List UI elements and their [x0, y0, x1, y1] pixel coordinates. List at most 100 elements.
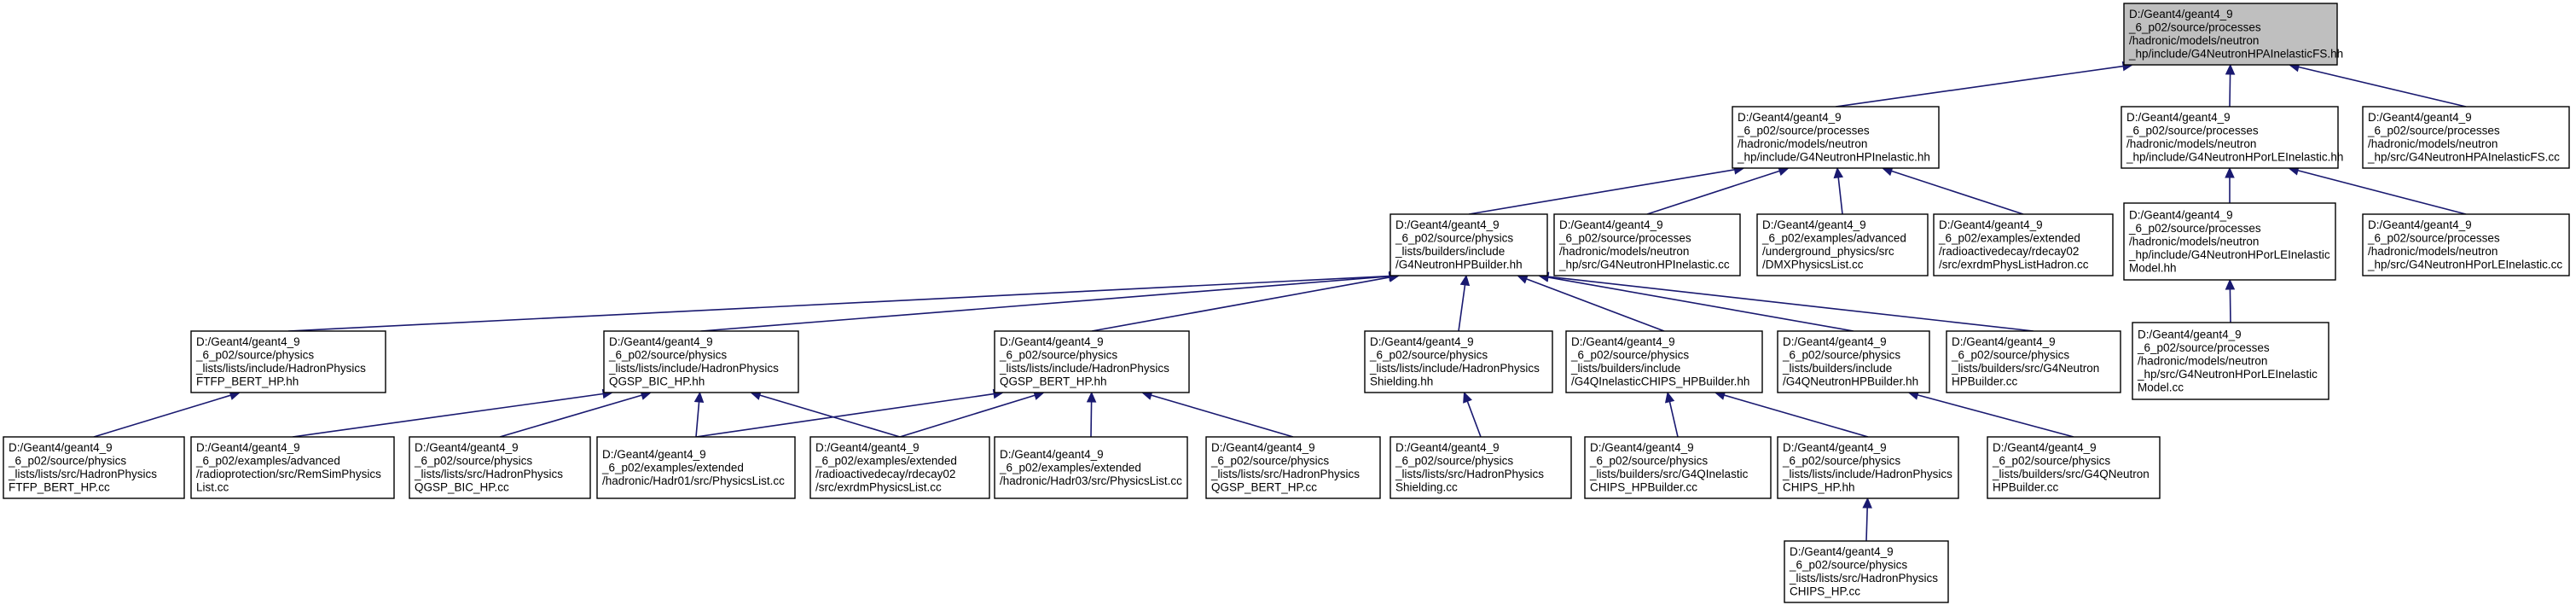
- node-ftfp_bert_hp_cc[interactable]: D:/Geant4/geant4_9_6_p02/source/physics_…: [3, 436, 185, 499]
- node-label-line: Shielding.hh: [1370, 375, 1433, 388]
- node-dmx_physlist[interactable]: D:/Geant4/geant4_9_6_p02/examples/advanc…: [1756, 213, 1929, 276]
- node-label-line: /hadronic/Hadr03/src/PhysicsList.cc: [1000, 474, 1182, 487]
- arrowhead-chips_hp_cc-to-chips_hp_hh: [1862, 497, 1872, 509]
- node-neutronhpbuilder_cc[interactable]: D:/Geant4/geant4_9_6_p02/source/physics_…: [1946, 330, 2121, 393]
- node-box: [190, 330, 386, 393]
- node-label-line: /radioactivedecay/rdecay02: [1939, 245, 2079, 258]
- edge-chips_hp_hh-to-chips_hpbuilder_hh: [1724, 394, 1869, 438]
- edge-exrdm_physlist-to-qgsp_bert_hp_hh: [899, 394, 1036, 438]
- node-chips_hpbuilder_hh[interactable]: D:/Geant4/geant4_9_6_p02/source/physics_…: [1565, 330, 1763, 393]
- node-label-line: Model.hh: [2129, 261, 2177, 274]
- node-exrdm_hadron[interactable]: D:/Geant4/geant4_9_6_p02/examples/extend…: [1933, 213, 2114, 276]
- node-box: [2362, 213, 2570, 276]
- node-label-line: D:/Geant4/geant4_9: [1395, 218, 1500, 231]
- node-box: [1584, 436, 1772, 499]
- node-hpainelasticfs_cc[interactable]: D:/Geant4/geant4_9_6_p02/source/processe…: [2362, 106, 2570, 169]
- node-label-line: D:/Geant4/geant4_9: [2368, 218, 2472, 231]
- node-hpinelastic_cc[interactable]: D:/Geant4/geant4_9_6_p02/source/processe…: [1553, 213, 1741, 276]
- node-label-line: _lists/lists/include/HadronPhysics: [1369, 362, 1540, 375]
- node-label-line: _6_p02/source/physics: [1782, 455, 1900, 468]
- node-remsim[interactable]: D:/Geant4/geant4_9_6_p02/examples/advanc…: [190, 436, 395, 499]
- node-hpbuilder_hh[interactable]: D:/Geant4/geant4_9_6_p02/source/physics_…: [1390, 213, 1548, 276]
- node-label-line: /G4QNeutronHPBuilder.hh: [1783, 375, 1918, 388]
- node-label-line: D:/Geant4/geant4_9: [1783, 441, 1887, 454]
- arrowhead-hadr03-to-qgsp_bert_hp_hh: [1086, 391, 1097, 403]
- node-box: [1553, 213, 1741, 276]
- node-label-line: D:/Geant4/geant4_9: [2138, 328, 2242, 340]
- node-hporle_cc[interactable]: D:/Geant4/geant4_9_6_p02/source/processe…: [2362, 213, 2570, 276]
- arrowhead-shielding_hh-to-hpbuilder_hh: [1459, 274, 1471, 287]
- edge-exrdm_physlist-to-qgsp_bic_hp_hh: [759, 394, 901, 438]
- node-label-line: D:/Geant4/geant4_9: [2129, 8, 2233, 20]
- node-hporle_model_cc[interactable]: D:/Geant4/geant4_9_6_p02/source/processe…: [2132, 322, 2329, 400]
- edge-dmx_physlist-to-hpinelastic_hh: [1837, 177, 1843, 215]
- node-hadr03[interactable]: D:/Geant4/geant4_9_6_p02/examples/extend…: [994, 436, 1188, 499]
- node-chips_hpbuilder_cc[interactable]: D:/Geant4/geant4_9_6_p02/source/physics_…: [1584, 436, 1772, 499]
- node-label-line: _lists/builders/src/G4QNeutron: [1992, 468, 2150, 480]
- node-qneutronhp_cc[interactable]: D:/Geant4/geant4_9_6_p02/source/physics_…: [1987, 436, 2161, 499]
- node-label-line: /hadronic/models/neutron: [1738, 137, 1867, 150]
- node-box: [1933, 213, 2114, 276]
- node-label-line: QGSP_BERT_HP.hh: [1000, 375, 1107, 388]
- node-label-line: QGSP_BIC_HP.hh: [609, 375, 705, 388]
- node-label-line: /hadronic/models/neutron: [2138, 354, 2267, 367]
- node-label-line: CHIPS_HPBuilder.cc: [1590, 481, 1697, 494]
- node-hpinelastic_hh[interactable]: D:/Geant4/geant4_9_6_p02/source/processe…: [1732, 106, 1940, 169]
- node-hporle_hh[interactable]: D:/Geant4/geant4_9_6_p02/source/processe…: [2121, 106, 2343, 169]
- node-label-line: _6_p02/source/processes: [2128, 21, 2261, 34]
- node-label-line: /G4QInelasticCHIPS_HPBuilder.hh: [1571, 375, 1749, 388]
- node-ftfp_bert_hp_hh[interactable]: D:/Geant4/geant4_9_6_p02/source/physics_…: [190, 330, 386, 393]
- node-label-line: QGSP_BIC_HP.cc: [415, 481, 509, 494]
- arrowhead-shielding_cc-to-shielding_hh: [1463, 391, 1472, 404]
- node-hporle_model_hh[interactable]: D:/Geant4/geant4_9_6_p02/source/processe…: [2123, 202, 2336, 281]
- node-label-line: /hadronic/models/neutron: [2368, 245, 2498, 258]
- node-box: [596, 436, 796, 499]
- node-label-line: D:/Geant4/geant4_9: [609, 335, 713, 348]
- node-label-line: Model.cc: [2138, 381, 2184, 393]
- edge-shielding_hh-to-hpbuilder_hh: [1458, 284, 1466, 332]
- node-label-line: _6_p02/source/processes: [2367, 232, 2500, 245]
- node-label-line: /hadronic/Hadr01/src/PhysicsList.cc: [602, 474, 785, 487]
- node-label-line: CHIPS_HP.hh: [1783, 481, 1855, 494]
- edge-hpinelastic_cc-to-hpinelastic_hh: [1646, 170, 1780, 215]
- node-box: [1390, 436, 1572, 499]
- node-chips_hp_cc[interactable]: D:/Geant4/geant4_9_6_p02/source/physics_…: [1784, 540, 1949, 603]
- node-qgsp_bert_hp_hh[interactable]: D:/Geant4/geant4_9_6_p02/source/physics_…: [994, 330, 1190, 393]
- node-qgsp_bic_hp_cc[interactable]: D:/Geant4/geant4_9_6_p02/source/physics_…: [409, 436, 591, 499]
- node-exrdm_physlist[interactable]: D:/Geant4/geant4_9_6_p02/examples/extend…: [809, 436, 990, 499]
- node-hadr01[interactable]: D:/Geant4/geant4_9_6_p02/examples/extend…: [596, 436, 796, 499]
- node-qgsp_bert_hp_cc[interactable]: D:/Geant4/geant4_9_6_p02/source/physics_…: [1205, 436, 1381, 499]
- node-label-line: _6_p02/examples/extended: [815, 455, 957, 468]
- node-box: [2362, 106, 2570, 169]
- edge-qgsp_bert_hp_cc-to-qgsp_bert_hp_hh: [1151, 394, 1294, 438]
- node-label-line: D:/Geant4/geant4_9: [2368, 111, 2472, 124]
- node-label-line: _lists/lists/src/HadronPhysics: [1210, 468, 1360, 480]
- node-label-line: _lists/lists/include/HadronPhysics: [999, 362, 1169, 375]
- node-label-line: FTFP_BERT_HP.cc: [9, 481, 110, 494]
- node-label-line: _6_p02/source/physics: [1395, 455, 1513, 468]
- arrowhead-hadr01-to-qgsp_bic_hp_hh: [693, 391, 705, 403]
- node-label-line: D:/Geant4/geant4_9: [1000, 448, 1104, 461]
- edge-hporle_cc-to-hporle_hh: [2297, 169, 2467, 215]
- node-box: [1205, 436, 1381, 499]
- edge-chips_hpbuilder_cc-to-chips_hpbuilder_hh: [1668, 401, 1679, 438]
- node-qneutronhp_hh[interactable]: D:/Geant4/geant4_9_6_p02/source/physics_…: [1777, 330, 1930, 393]
- node-label-line: /hadronic/models/neutron: [2129, 235, 2259, 247]
- edge-qneutronhp_cc-to-qneutronhp_hh: [1917, 394, 2074, 438]
- node-root: D:/Geant4/geant4_9_6_p02/source/processe…: [2123, 3, 2343, 66]
- node-box: [2123, 202, 2336, 281]
- edge-hadr01-to-qgsp_bert_hp_hh: [695, 393, 995, 438]
- node-label-line: CHIPS_HP.cc: [1790, 585, 1860, 598]
- node-box: [1777, 436, 1959, 499]
- node-label-line: _6_p02/examples/extended: [999, 461, 1141, 474]
- edge-chips_hp_cc-to-chips_hp_hh: [1865, 507, 1868, 542]
- node-qgsp_bic_hp_hh[interactable]: D:/Geant4/geant4_9_6_p02/source/physics_…: [603, 330, 799, 393]
- edge-qneutronhp_hh-to-hpbuilder_hh: [1547, 276, 1854, 332]
- edges-layer: [93, 61, 2467, 542]
- node-shielding_cc[interactable]: D:/Geant4/geant4_9_6_p02/source/physics_…: [1390, 436, 1572, 499]
- edge-chips_hpbuilder_hh-to-hpbuilder_hh: [1526, 278, 1665, 332]
- node-label-line: _6_p02/source/physics: [1210, 455, 1329, 468]
- node-chips_hp_hh[interactable]: D:/Geant4/geant4_9_6_p02/source/physics_…: [1777, 436, 1959, 499]
- node-label-line: D:/Geant4/geant4_9: [1762, 218, 1866, 231]
- node-shielding_hh[interactable]: D:/Geant4/geant4_9_6_p02/source/physics_…: [1364, 330, 1553, 393]
